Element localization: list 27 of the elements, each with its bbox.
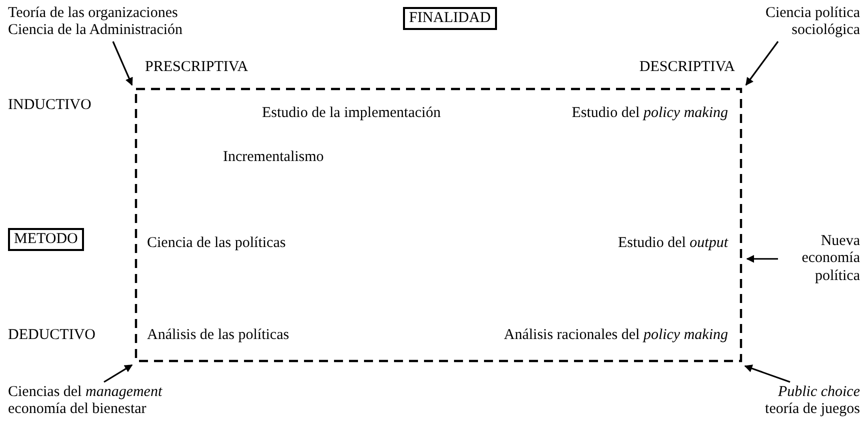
arrow xyxy=(745,41,779,86)
label-box: FINALIDAD xyxy=(403,7,497,30)
annotation-text: teoría de juegos xyxy=(765,401,860,418)
axis-label: Estudio del output xyxy=(618,234,728,253)
axis-label: INDUCTIVO xyxy=(8,96,92,115)
annotation-text: Ciencia de la Administración xyxy=(8,22,183,40)
annotation-text: Teoría de las organizaciones xyxy=(8,5,179,22)
arrow xyxy=(112,41,133,86)
axis-label: Análisis de las políticas xyxy=(147,326,290,345)
axis-label: Ciencia de las políticas xyxy=(147,234,286,253)
annotation-text: Ciencia política xyxy=(765,5,860,22)
arrow xyxy=(104,364,133,383)
annotation-text: economía del bienestar xyxy=(8,401,148,418)
annotation-text: Ciencias del management xyxy=(8,384,162,402)
axis-label: PRESCRIPTIVA xyxy=(145,58,248,77)
arrow xyxy=(744,364,790,383)
annotation-text: Public choice xyxy=(778,384,860,402)
annotation-text: sociológica xyxy=(792,22,860,40)
axis-label: DEDUCTIVO xyxy=(8,326,96,345)
axis-label: DESCRIPTIVA xyxy=(639,58,735,77)
label-box: METODO xyxy=(8,228,84,251)
axis-label: Incrementalismo xyxy=(223,148,324,167)
axis-label: Estudio del policy making xyxy=(572,104,728,123)
arrow xyxy=(746,254,778,263)
axis-label: Análisis racionales del policy making xyxy=(504,326,728,345)
axis-label: Estudio de la implementación xyxy=(262,104,441,123)
annotation-text: Nueva economía política xyxy=(800,233,860,285)
